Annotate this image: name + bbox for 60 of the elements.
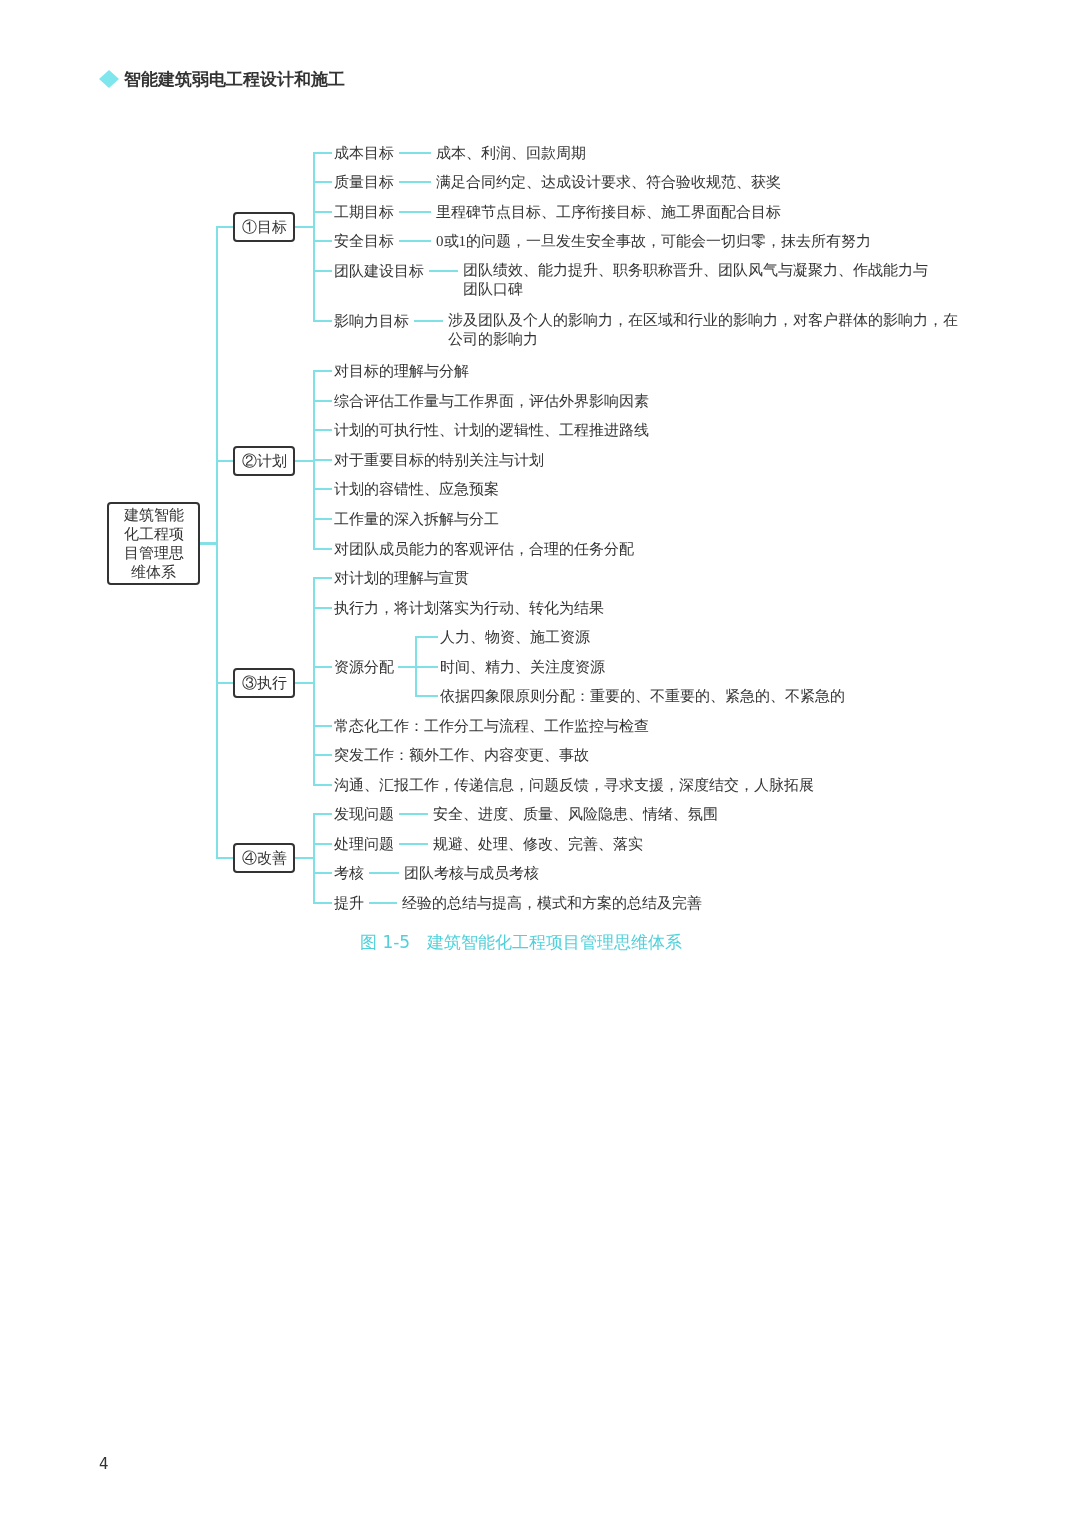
topic-text: 人力、物资、施工资源 <box>440 627 590 647</box>
running-header: 智能建筑弱电工程设计和施工 <box>124 68 345 91</box>
topic-text: 考核 <box>334 863 364 883</box>
topic-text: 执行力，将计划落实为行动、转化为结果 <box>334 598 604 618</box>
topic-text: 规避、处理、修改、完善、落实 <box>433 834 643 854</box>
topic-text: 处理问题 <box>334 834 394 854</box>
connector-line <box>398 181 432 183</box>
topic-text: 团队绩效、能力提升、职务职称晋升、团队风气与凝聚力、作战能力与团队口碑 <box>463 261 938 299</box>
connector-line <box>294 682 333 786</box>
topic-text: 对计划的理解与宣贯 <box>334 568 469 588</box>
connector-line <box>294 857 333 904</box>
connector-line <box>368 872 400 874</box>
topic-text: 时间、精力、关注度资源 <box>440 657 605 677</box>
topic-text: 沟通、汇报工作，传递信息，问题反馈，寻求支援，深度结交，人脉拓展 <box>334 775 814 795</box>
topic-text: 发现问题 <box>334 804 394 824</box>
topic-text: 团队建设目标 <box>334 261 424 281</box>
topic-text: 综合评估工作量与工作界面，评估外界影响因素 <box>334 391 649 411</box>
topic-text: 工期目标 <box>334 202 394 222</box>
connector-line <box>294 460 333 550</box>
connector-line <box>398 240 432 242</box>
topic-text: 影响力目标 <box>334 311 409 331</box>
topic-text: 满足合同约定、达成设计要求、符合验收规范、获奖 <box>436 172 781 192</box>
figure-caption: 图 1-5 建筑智能化工程项目管理思维体系 <box>360 931 683 953</box>
topic-text: 对于重要目标的特别关注与计划 <box>334 450 544 470</box>
connector-line <box>368 902 398 904</box>
page-number: 4 <box>99 1454 109 1474</box>
topic-text: 工作量的深入拆解与分工 <box>334 509 499 529</box>
branch-box: ②计划 <box>233 446 295 476</box>
branch-box: ③执行 <box>233 668 295 698</box>
topic-text: 里程碑节点目标、工序衔接目标、施工界面配合目标 <box>436 202 781 222</box>
branch-box: ①目标 <box>233 212 295 242</box>
topic-text: 质量目标 <box>334 172 394 192</box>
connector-line <box>398 843 429 845</box>
root-box: 建筑智能化工程项目管理思维体系 <box>107 502 200 585</box>
topic-text: 对团队成员能力的客观评估，合理的任务分配 <box>334 539 634 559</box>
topic-text: 团队考核与成员考核 <box>404 863 539 883</box>
connector-line <box>199 542 234 859</box>
topic-text: 常态化工作：工作分工与流程、工作监控与检查 <box>334 716 649 736</box>
topic-text: 成本目标 <box>334 143 394 163</box>
connector-line <box>397 666 439 697</box>
topic-text: 依据四象限原则分配：重要的、不重要的、紧急的、不紧急的 <box>440 686 845 706</box>
connector-line <box>398 211 432 213</box>
topic-text: 经验的总结与提高，模式和方案的总结及完善 <box>402 893 702 913</box>
topic-text: 涉及团队及个人的影响力，在区域和行业的影响力，对客户群体的影响力，在公司的影响力 <box>448 311 958 349</box>
connector-line <box>413 320 444 322</box>
topic-text: 安全、进度、质量、风险隐患、情绪、氛围 <box>433 804 718 824</box>
connector-line <box>428 270 459 272</box>
topic-text: 0或1的问题，一旦发生安全事故，可能会一切归零，抹去所有努力 <box>436 231 871 251</box>
topic-text: 成本、利润、回款周期 <box>436 143 586 163</box>
branch-box: ④改善 <box>233 843 295 873</box>
connector-line <box>398 152 432 154</box>
connector-line <box>294 226 333 322</box>
topic-text: 突发工作：额外工作、内容变更、事故 <box>334 745 589 765</box>
topic-text: 安全目标 <box>334 231 394 251</box>
topic-text: 对目标的理解与分解 <box>334 361 469 381</box>
topic-text: 计划的容错性、应急预案 <box>334 479 499 499</box>
topic-text: 提升 <box>334 893 364 913</box>
topic-text: 资源分配 <box>334 657 394 677</box>
connector-line <box>398 813 429 815</box>
topic-text: 计划的可执行性、计划的逻辑性、工程推进路线 <box>334 420 649 440</box>
